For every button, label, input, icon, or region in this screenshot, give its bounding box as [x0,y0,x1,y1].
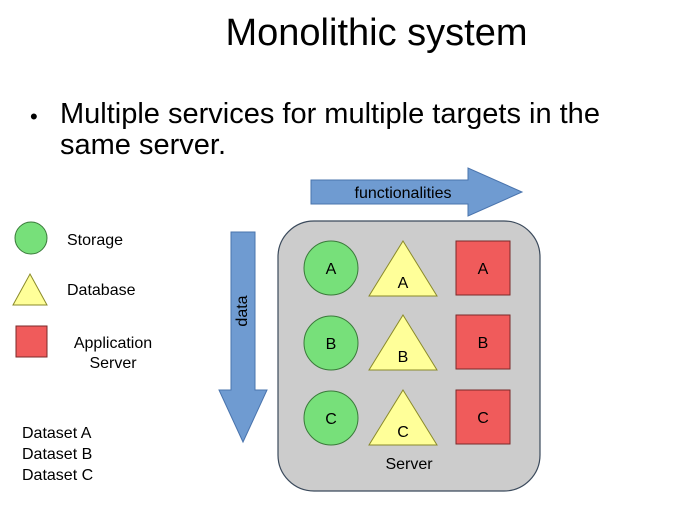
bullet-text: Multiple services for multiple targets i… [60,98,600,161]
database-node-label: B [398,349,409,366]
database-node-c [368,389,438,446]
database-node-label: C [397,424,409,441]
app-server-node-c [455,389,511,445]
legend-storage-icon [14,221,48,255]
storage-node-label: C [325,411,337,428]
database-node-label: A [398,275,409,292]
legend-storage-label: Storage [67,232,124,249]
dataset-list: Dataset A Dataset B Dataset C [22,423,93,486]
data-arrow [218,231,268,444]
data-label: data [234,295,251,326]
functionalities-label: functionalities [355,185,452,202]
functionalities-arrow [310,167,524,217]
database-node-a [368,240,438,297]
storage-node-b [303,315,359,371]
app-server-node-b [455,314,511,370]
app-server-node-a [455,240,511,296]
legend-app-server-icon [15,325,48,358]
bullet-marker: • [30,104,38,129]
app-server-node-label: B [478,335,489,352]
storage-node-label: A [326,261,337,278]
page-title: Monolithic system [225,12,528,54]
app-server-node-label: C [477,410,489,427]
legend-app-server-line1: Application [73,335,153,352]
legend-database-label: Database [67,282,136,299]
dataset-item: Dataset A [22,425,92,442]
legend-app-server-label: Application Server [68,334,158,374]
storage-node-label: B [326,336,337,353]
legend-database-icon [12,272,48,306]
app-server-node-label: A [478,261,489,278]
server-label: Server [385,456,433,473]
dataset-item: Dataset C [22,467,94,484]
storage-node-c [303,390,359,446]
dataset-item: Dataset B [22,446,93,463]
legend-app-server-line2: Server [89,355,137,372]
storage-node-a [303,240,359,296]
database-node-b [368,314,438,371]
